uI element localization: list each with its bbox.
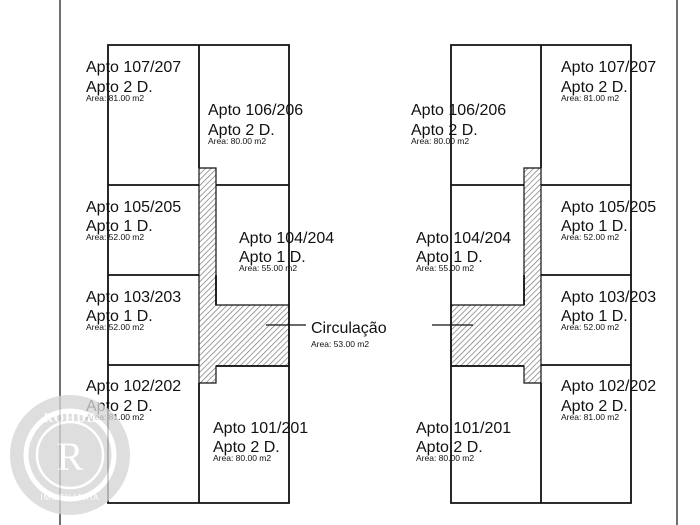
apt-area: Area: 81.00 m2 <box>561 412 619 422</box>
watermark-logo: ROHDE R IMOBILIARIA <box>10 395 130 515</box>
apt-type: Apto 2 D. <box>86 79 153 96</box>
apt-type: Apto 2 D. <box>411 122 478 139</box>
apt-type: Apto 1 D. <box>561 308 628 325</box>
circulation-area: Area: 53.00 m2 <box>311 339 369 349</box>
apt-area: Area: 80.00 m2 <box>208 136 266 146</box>
apt-type: Apto 1 D. <box>86 308 153 325</box>
apt-type: Apto 2 D. <box>416 439 483 456</box>
apt-name: Apto 102/202 <box>86 378 181 395</box>
watermark-monogram: R <box>57 434 84 479</box>
watermark-top-text: ROHDE <box>44 410 97 425</box>
apt-area: Area: 55.00 m2 <box>416 263 474 273</box>
apt-name: Apto 105/205 <box>561 199 656 216</box>
apt-type: Apto 1 D. <box>239 249 306 266</box>
apt-area: Area: 55.00 m2 <box>239 263 297 273</box>
right-circulation-area <box>450 167 542 384</box>
apt-area: Area: 52.00 m2 <box>561 322 619 332</box>
left-building-block: Apto 107/207 Apto 2 D. Area: 81.00 m2 Ap… <box>86 44 334 504</box>
apt-name: Apto 104/204 <box>239 230 334 247</box>
right-apt-106-206: Apto 106/206 Apto 2 D. Area: 80.00 m2 <box>411 102 506 146</box>
apt-type: Apto 2 D. <box>561 398 628 415</box>
left-apt-104-204: Apto 104/204 Apto 1 D. Area: 55.00 m2 <box>239 230 334 273</box>
apt-area: Area: 52.00 m2 <box>86 232 144 242</box>
apt-name: Apto 107/207 <box>561 59 656 76</box>
right-apt-101-201: Apto 101/201 Apto 2 D. Area: 80.00 m2 <box>416 420 511 463</box>
apt-name: Apto 101/201 <box>213 420 308 437</box>
apt-name: Apto 103/203 <box>561 289 656 306</box>
apt-name: Apto 106/206 <box>208 102 303 119</box>
apt-type: Apto 2 D. <box>561 79 628 96</box>
left-apt-105-205: Apto 105/205 Apto 1 D. Area: 52.00 m2 <box>86 199 181 242</box>
circulation-label: Circulação <box>311 320 387 337</box>
apt-area: Area: 81.00 m2 <box>561 93 619 103</box>
apt-type: Apto 1 D. <box>86 218 153 235</box>
left-walls <box>107 44 290 504</box>
apt-name: Apto 106/206 <box>411 102 506 119</box>
apt-name: Apto 102/202 <box>561 378 656 395</box>
apt-name: Apto 101/201 <box>416 420 511 437</box>
left-apt-106-206: Apto 106/206 Apto 2 D. Area: 80.00 m2 <box>208 102 303 146</box>
apt-type: Apto 2 D. <box>213 439 280 456</box>
apt-name: Apto 104/204 <box>416 230 511 247</box>
apt-name: Apto 107/207 <box>86 59 181 76</box>
watermark-bottom-text: IMOBILIARIA <box>40 493 99 502</box>
apt-area: Area: 80.00 m2 <box>411 136 469 146</box>
apt-type: Apto 2 D. <box>208 122 275 139</box>
apt-area: Area: 81.00 m2 <box>86 93 144 103</box>
right-apt-107-207: Apto 107/207 Apto 2 D. Area: 81.00 m2 <box>561 59 656 103</box>
apt-area: Area: 52.00 m2 <box>561 232 619 242</box>
apt-area: Area: 80.00 m2 <box>416 453 474 463</box>
right-apt-105-205: Apto 105/205 Apto 1 D. Area: 52.00 m2 <box>561 199 656 242</box>
apt-type: Apto 1 D. <box>416 249 483 266</box>
circulation-label-group: Circulação Area: 53.00 m2 <box>266 320 473 349</box>
right-apt-103-203: Apto 103/203 Apto 1 D. Area: 52.00 m2 <box>561 289 656 332</box>
apt-area: Area: 80.00 m2 <box>213 453 271 463</box>
apt-name: Apto 103/203 <box>86 289 181 306</box>
left-apt-101-201: Apto 101/201 Apto 2 D. Area: 80.00 m2 <box>213 420 308 463</box>
right-apt-102-202: Apto 102/202 Apto 2 D. Area: 81.00 m2 <box>561 378 656 422</box>
apt-area: Area: 52.00 m2 <box>86 322 144 332</box>
left-apt-103-203: Apto 103/203 Apto 1 D. Area: 52.00 m2 <box>86 289 181 332</box>
right-apt-104-204: Apto 104/204 Apto 1 D. Area: 55.00 m2 <box>416 230 511 273</box>
left-apt-107-207: Apto 107/207 Apto 2 D. Area: 81.00 m2 <box>86 59 181 103</box>
left-circulation-area <box>198 167 290 384</box>
right-building-block: Apto 107/207 Apto 2 D. Area: 81.00 m2 Ap… <box>411 44 656 504</box>
apt-type: Apto 1 D. <box>561 218 628 235</box>
right-walls <box>450 44 632 504</box>
apt-name: Apto 105/205 <box>86 199 181 216</box>
